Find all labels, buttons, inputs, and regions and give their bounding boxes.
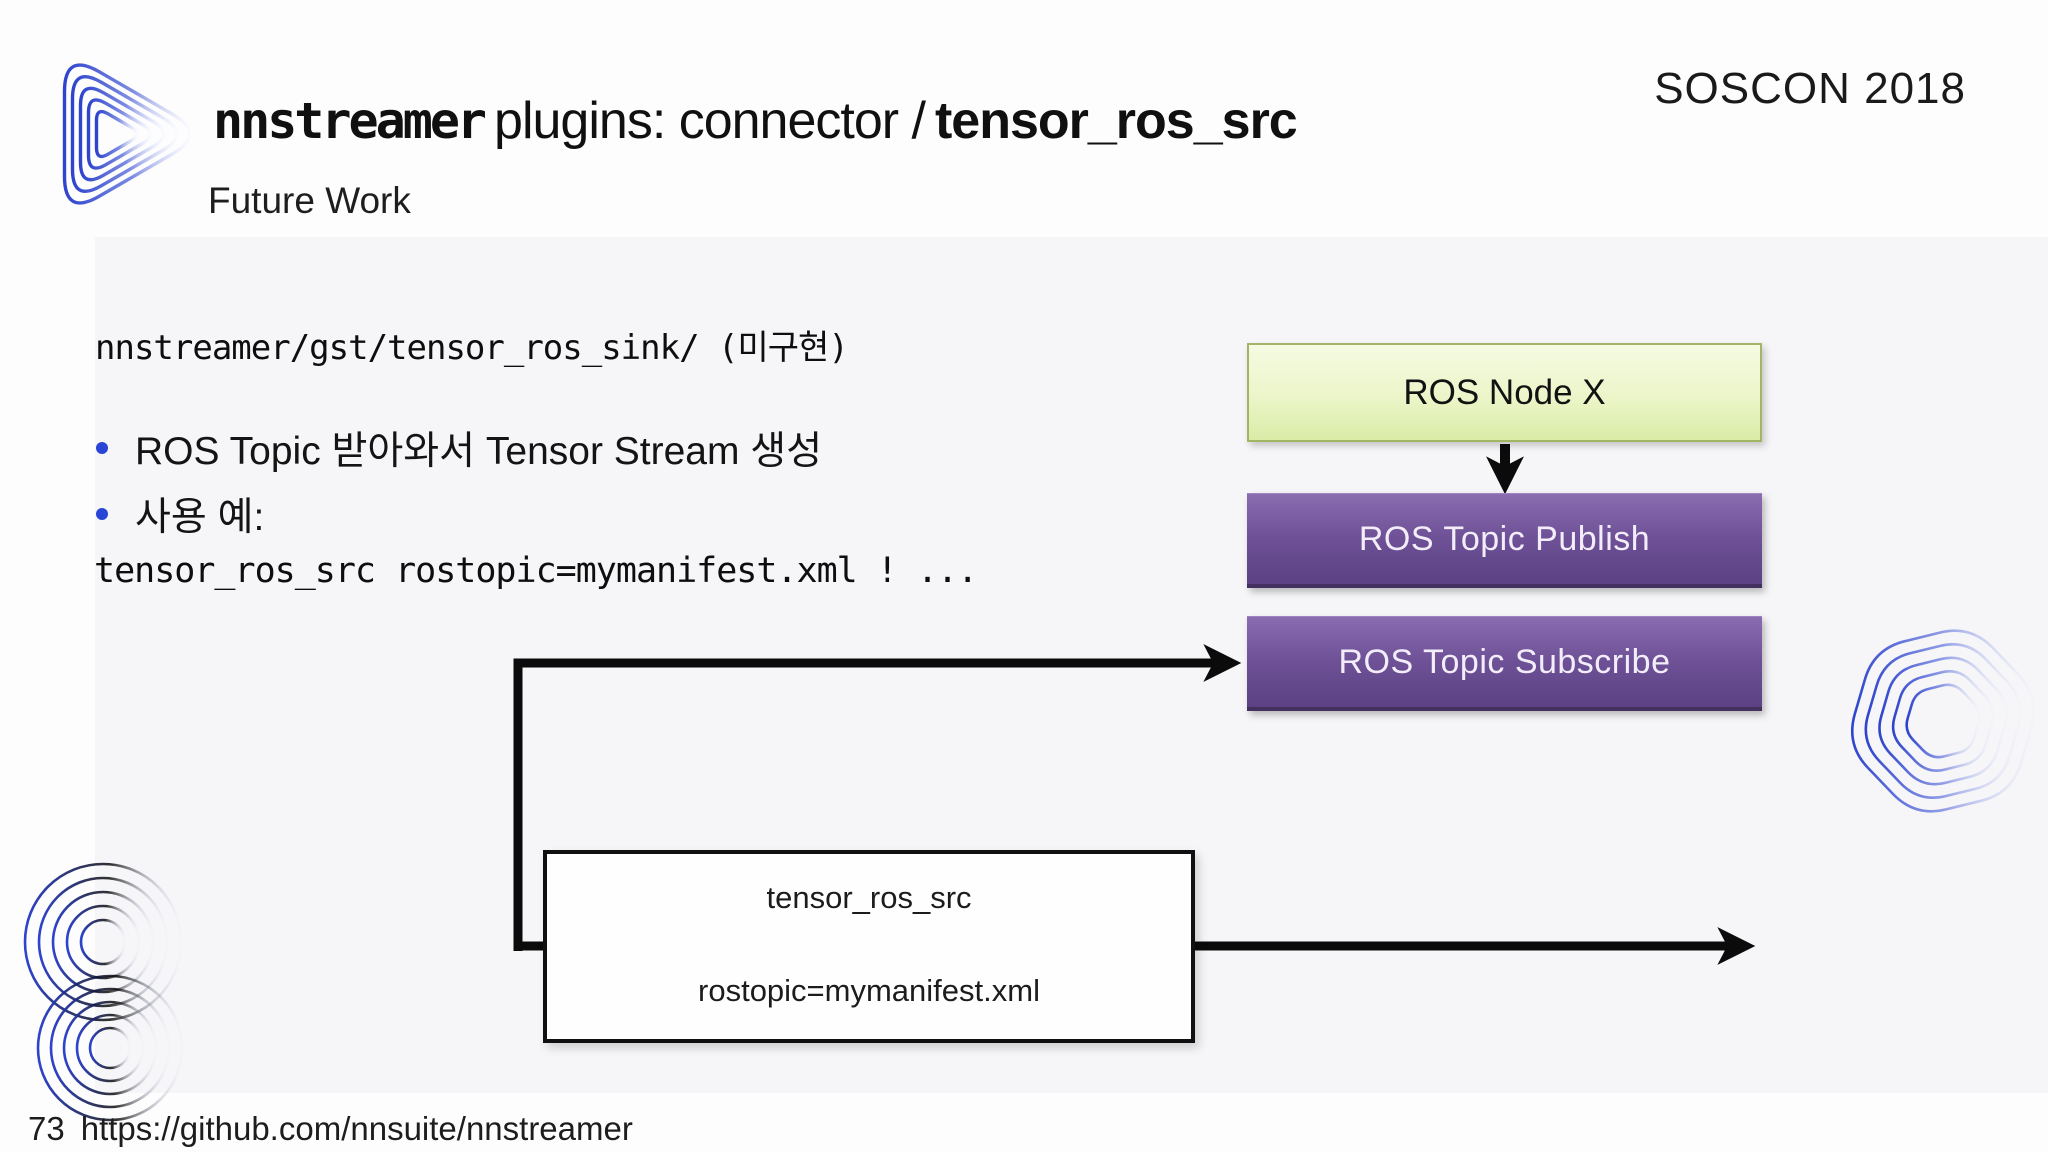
node-label: tensor_ros_src <box>766 880 972 915</box>
node-label: ROS Topic Publish <box>1358 519 1651 558</box>
node-tensor-ros-src: tensor_ros_src rostopic=mymanifest.xml <box>543 850 1195 1043</box>
node-ros-node-x: ROS Node X <box>1247 343 1762 442</box>
sink-path-line: nnstreamer/gst/tensor_ros_sink/ (미구현) <box>95 328 849 368</box>
page-number: 73 <box>28 1110 65 1147</box>
node-label: ROS Node X <box>1403 372 1606 412</box>
node-label: ROS Topic Subscribe <box>1338 642 1671 681</box>
bullet-icon <box>96 442 108 454</box>
event-label: SOSCON 2018 <box>1654 64 1966 113</box>
bullet-icon <box>96 508 108 520</box>
title-code-part: nnstreamer <box>213 91 487 150</box>
list-item: ROS Topic 받아와서 Tensor Stream 생성 <box>96 420 822 476</box>
node-ros-topic-subscribe: ROS Topic Subscribe <box>1247 616 1762 711</box>
node-property: rostopic=mymanifest.xml <box>698 973 1040 1008</box>
bullet-text: 사용 예: <box>135 496 265 539</box>
footer-url: https://github.com/nnsuite/nnstreamer <box>80 1110 633 1147</box>
usage-example-code: tensor_ros_src rostopic=mymanifest.xml !… <box>94 551 978 591</box>
title-middle-part: plugins: connector / <box>494 91 926 150</box>
footer: 73 https://github.com/nnsuite/nnstreamer <box>28 1110 633 1148</box>
subtitle: Future Work <box>208 180 411 221</box>
bullet-text: ROS Topic 받아와서 Tensor Stream 생성 <box>135 430 823 473</box>
arrow-elbow-to-subscribe <box>513 644 1242 951</box>
list-item: 사용 예: <box>96 486 264 542</box>
node-ros-topic-publish: ROS Topic Publish <box>1247 493 1762 588</box>
title-plugin-part: tensor_ros_src <box>934 91 1298 150</box>
